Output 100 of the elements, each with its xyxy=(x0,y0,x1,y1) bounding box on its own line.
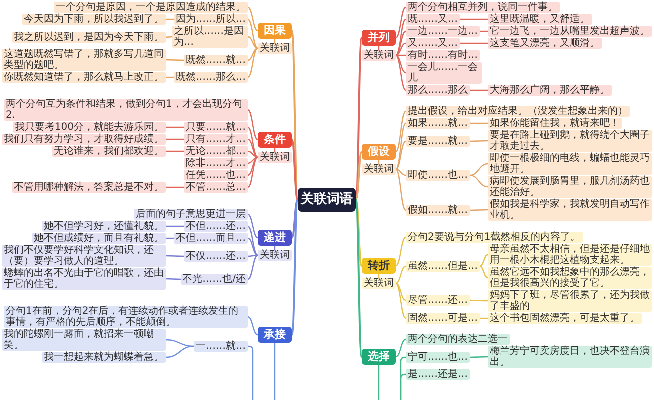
connector-line xyxy=(166,150,184,152)
connector-line xyxy=(166,346,194,358)
connector-line xyxy=(355,38,363,200)
connective-pair: 不仅……还… xyxy=(184,250,248,262)
connector-line xyxy=(460,42,488,44)
connector-line xyxy=(248,18,258,50)
connective-pair: 只要……就… xyxy=(184,122,248,133)
connective-heading: 关联词 xyxy=(362,164,396,176)
connective-pair: 一……就… xyxy=(194,340,248,352)
connector-line xyxy=(355,151,363,201)
connector-line xyxy=(248,156,258,176)
connector-line xyxy=(166,278,181,280)
branch-topic: 假设 xyxy=(362,144,396,160)
example-sentence: 你既然知道错了，那么就马上改正。 xyxy=(2,72,166,83)
connector-line xyxy=(396,111,406,152)
definition-note: 分句1在前，分句2在后，有连续动作或者连续发生的事情，有严格的先后顺序，不能颠倒。 xyxy=(4,306,248,328)
branch-topic: 因果 xyxy=(258,23,292,39)
connector-line xyxy=(470,209,488,212)
connector-line xyxy=(355,200,363,358)
example-sentence: 梅兰芳宁可卖房度日，也决不登台演出。 xyxy=(488,346,652,368)
connective-pair: 是……还是… xyxy=(406,369,470,380)
connector-line xyxy=(378,365,380,400)
branch-topic: 承接 xyxy=(258,326,292,342)
example-sentence: 不管用哪种解法，答案总是不对。 xyxy=(12,182,166,193)
connective-pair: 无论……都… xyxy=(184,146,248,157)
connector-line xyxy=(396,55,406,91)
connector-line xyxy=(396,6,406,39)
connector-line xyxy=(166,339,194,348)
definition-note: 提出假设，给出对应结果。（没发生想象出来的） xyxy=(406,106,630,118)
example-sentence: 病即使发展到肠胃里，服几剂汤药也还能治好。 xyxy=(488,176,652,198)
connector-line xyxy=(248,138,258,158)
connector-line xyxy=(396,168,406,176)
connector-line xyxy=(470,122,488,124)
branch-topic: 转折 xyxy=(362,258,396,274)
connector-line xyxy=(248,254,258,258)
example-sentence: 假如我是科学家，我就发明自动写作业机。 xyxy=(488,199,652,222)
connector-line xyxy=(396,169,406,211)
connector-line xyxy=(291,140,299,200)
connector-line xyxy=(248,238,258,256)
connector-line xyxy=(166,126,184,128)
example-sentence: 它一边飞，一边从嘴里发出超声波。 xyxy=(488,26,652,37)
connector-line xyxy=(291,30,299,200)
connector-line xyxy=(396,123,406,170)
connector-line xyxy=(396,30,406,56)
connective-pair: 既然……那么… xyxy=(174,72,248,83)
connector-line xyxy=(248,226,258,256)
example-sentence: 这道题既然写错了，那就多写几道同类型的题吧。 xyxy=(2,49,166,71)
connective-pair: 一会儿……一会儿 xyxy=(406,62,482,84)
connector-line xyxy=(248,254,258,280)
branch-topic: 条件 xyxy=(258,132,292,148)
branch-topic: 并列 xyxy=(362,30,396,46)
connector-line xyxy=(470,300,488,302)
example-sentence: 我们不仅要学好科学文化知识，还（要）要学习做人的道理。 xyxy=(2,245,166,267)
connector-line xyxy=(396,54,406,56)
example-sentence: 如果你能留住我，就请来吧！ xyxy=(488,118,622,130)
connector-line xyxy=(166,255,184,258)
connective-pair: 不管……总… xyxy=(184,182,248,193)
connective-pair: 不但……而且… xyxy=(174,233,248,244)
example-sentence: 母亲虽然不太相信，但是还是仔细地用一根小木棍把这植物支起来。 xyxy=(488,244,652,266)
branch-topic: 选择 xyxy=(362,349,396,365)
example-sentence: 这个书包固然漂亮，可是太重了。 xyxy=(488,312,642,324)
definition-note: 两个分句相互并列，说同一件事。 xyxy=(406,2,560,13)
example-sentence: 我的陀螺刚一露面，就招来一顿嘲笑。 xyxy=(2,329,166,351)
example-sentence: 大海那么广阔，那么平静。 xyxy=(488,85,612,96)
connective-pair: 只有……才… xyxy=(184,134,248,145)
connector-line xyxy=(355,200,363,266)
connector-line xyxy=(396,283,406,319)
connector-line xyxy=(248,156,258,188)
connector-line xyxy=(274,343,276,400)
connector-line xyxy=(166,36,172,38)
connective-pair: 之所以……是因为… xyxy=(172,26,248,48)
connector-line xyxy=(166,138,184,140)
connector-line xyxy=(291,200,299,336)
connector-line xyxy=(400,374,406,400)
connector-line xyxy=(396,19,406,56)
connector-line xyxy=(396,266,406,284)
connector-line xyxy=(248,48,258,62)
branch-topic: 递进 xyxy=(258,230,292,246)
connective-heading: 关联词 xyxy=(258,43,292,54)
connector-line xyxy=(470,174,488,188)
example-sentence: 要是在路上碰到鹅，就得绕个大圈子才敢走过去。 xyxy=(488,130,652,152)
connective-pair: 宁可……也… xyxy=(406,352,470,362)
definition-note: 两个分句互为条件和结果，做到分句1，才会出现分句2. xyxy=(4,99,248,121)
connective-heading: 关联词 xyxy=(258,152,292,163)
connective-heading: 关联词 xyxy=(258,250,292,261)
connective-pair: 不但……还… xyxy=(184,221,248,232)
connector-line xyxy=(248,109,258,141)
connector-line xyxy=(248,6,258,32)
connective-pair: 那么……那么 xyxy=(406,85,470,96)
connector-line xyxy=(396,42,406,56)
connective-heading: 关联词 xyxy=(362,50,396,60)
example-sentence: 虽然它远不如我想象中的那么漂亮，但是我很高兴的接受了它。 xyxy=(488,266,652,289)
connector-line xyxy=(248,214,258,239)
example-sentence: 这支笔又漂亮，又顺滑。 xyxy=(488,38,602,49)
connective-pair: 因为……所以… xyxy=(174,14,248,25)
connector-line xyxy=(480,266,488,279)
central-topic: 关联词语 xyxy=(298,188,356,212)
connector-line xyxy=(470,356,488,358)
connector-line xyxy=(248,126,258,158)
connective-pair: 又……又… xyxy=(406,38,460,49)
